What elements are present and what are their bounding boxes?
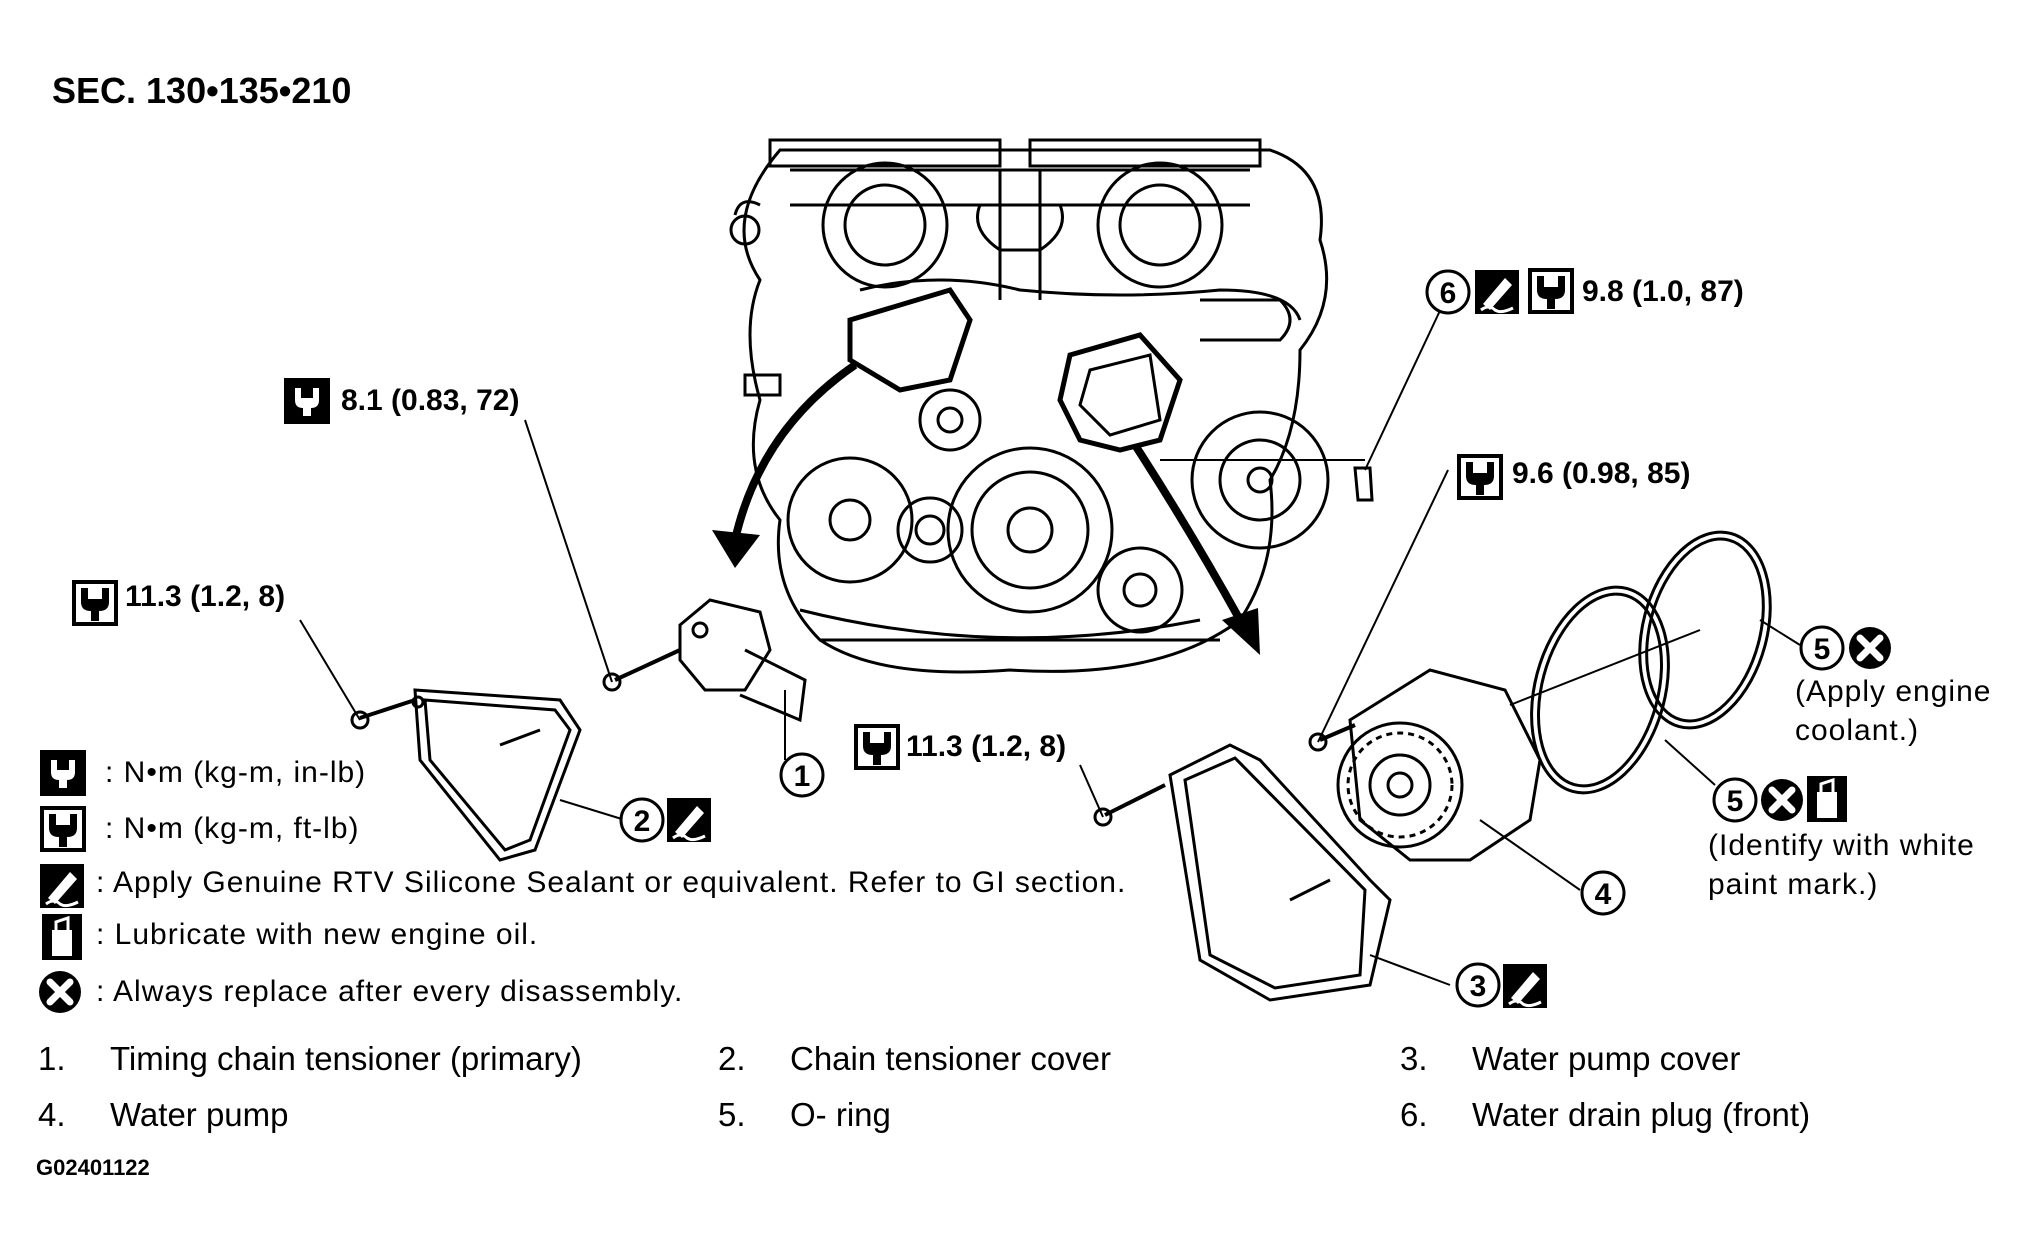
leader-4 [1479, 819, 1581, 891]
legend-ftlb: : N•m (kg-m, ft-lb) [105, 812, 360, 845]
callout-5a: 5 [1799, 625, 1845, 671]
part-name: Water drain plug (front) [1472, 1096, 1811, 1133]
legend-inlb: : N•m (kg-m, in-lb) [105, 756, 367, 789]
callout-6: 6 [1425, 269, 1471, 315]
part-name: O- ring [790, 1096, 891, 1133]
callout-4: 4 [1580, 870, 1626, 916]
svg-text:1: 1 [794, 760, 811, 793]
leader-tensioner-bolt [524, 419, 613, 683]
svg-text:3: 3 [1470, 970, 1487, 1003]
part-num: 5. [718, 1096, 746, 1133]
torque-ftlb-icon [1457, 454, 1503, 500]
sealant-icon [1473, 268, 1521, 316]
leader-pump-bolt [1317, 469, 1449, 743]
water-pump-cover [1093, 743, 1392, 1002]
part-name: Water pump [110, 1096, 289, 1133]
torque-pump-bolt: 9.6 (0.98, 85) [1512, 457, 1691, 490]
legend-sealant: : Apply Genuine RTV Silicone Sealant or … [96, 866, 1127, 899]
removal-arrows [712, 361, 1260, 655]
leader-5a [1759, 619, 1801, 646]
part-name: Chain tensioner cover [790, 1040, 1112, 1077]
chain-tensioner-cover [350, 688, 582, 862]
leader-5b [1664, 739, 1716, 786]
leader-6 [1364, 299, 1446, 471]
legend-replace-icon [39, 971, 81, 1013]
svg-text:2: 2 [634, 805, 651, 838]
legend-sealant-icon [38, 862, 86, 910]
legend-ftlb-icon [40, 806, 86, 852]
torque-tensioner-bolt: 8.1 (0.83, 72) [341, 384, 520, 417]
engine-block [729, 138, 1330, 674]
section-title: SEC. 130•135•210 [52, 70, 352, 111]
replace-icon [1849, 627, 1891, 669]
leader-cover2-bolt [299, 619, 361, 721]
part-name: Timing chain tensioner (primary) [110, 1040, 582, 1077]
o-rings [1509, 530, 1772, 795]
svg-text:6: 6 [1440, 277, 1457, 310]
svg-text:5: 5 [1814, 633, 1831, 666]
torque-cover2-bolt: 11.3 (1.2, 8) [125, 580, 286, 613]
figure-code: G02401122 [36, 1155, 150, 1180]
part-num: 3. [1400, 1040, 1428, 1077]
part-num: 6. [1400, 1096, 1428, 1133]
legend-oil-icon [40, 912, 84, 962]
torque-ftlb-icon [1528, 268, 1574, 314]
oil-can-icon [1805, 774, 1849, 824]
callout-1: 1 [779, 752, 825, 798]
part-num: 2. [718, 1040, 746, 1077]
leader-3 [1369, 954, 1451, 986]
torque-ftlb-icon [854, 724, 900, 770]
sealant-icon [665, 796, 713, 844]
torque-cover3-bolt: 11.3 (1.2, 8) [906, 730, 1067, 763]
callout-5b: 5 [1712, 777, 1758, 823]
part-num: 4. [38, 1096, 66, 1133]
torque-ftlb-icon [72, 580, 118, 626]
svg-text:4: 4 [1595, 878, 1612, 911]
torque-drain-plug: 9.8 (1.0, 87) [1582, 275, 1744, 308]
water-pump [1308, 668, 1542, 862]
legend-replace: : Always replace after every disassembly… [96, 975, 684, 1008]
replace-icon [1761, 779, 1803, 821]
part-name: Water pump cover [1472, 1040, 1741, 1077]
sealant-icon [1501, 962, 1549, 1010]
callout-3: 3 [1455, 962, 1501, 1008]
tensioner-part [602, 598, 807, 723]
svg-text:5: 5 [1727, 785, 1744, 818]
leader-2 [559, 799, 626, 821]
callout-2: 2 [619, 797, 665, 843]
legend-lubricate: : Lubricate with new engine oil. [96, 918, 539, 951]
leader-cover3-bolt [1079, 764, 1104, 818]
part-num: 1. [38, 1040, 66, 1077]
legend-inlb-icon [40, 750, 86, 796]
torque-inlb-icon [284, 378, 330, 424]
